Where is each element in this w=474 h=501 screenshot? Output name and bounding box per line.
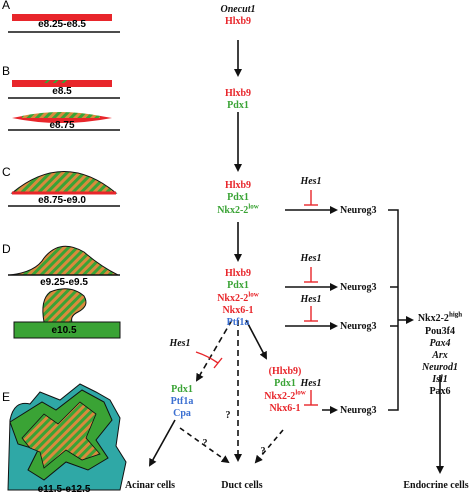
stage-label-d-top: e9.25-e9.5 [40,277,88,288]
outcome-duct-cells: Duct cells [221,480,263,491]
neurog3-label-2: Neurog3 [340,282,377,293]
panel-label-c: C [2,165,11,179]
panel-label-b: B [2,64,11,78]
gene-hlxb9-duct: (Hlxb9) [268,366,302,377]
stage-label-e: e11.5-e12.5 [37,484,91,495]
neurog3-label-4: Neurog3 [340,405,377,416]
gene-ptf1a-s4: Ptf1a [226,317,250,328]
gene-onecut1: Onecut1 [220,4,256,15]
gene-nkx2-2-low-s4: Nkx2-2low [217,290,259,304]
gene-nkx2-2-low-duct: Nkx2-2low [264,388,306,402]
hes1-label-3: Hes1 [300,294,322,305]
gene-nkx6-1-s4: Nkx6-1 [222,305,254,316]
endocrine-arx: Arx [432,350,448,361]
gene-nkx6-1-duct: Nkx6-1 [269,403,301,414]
gene-pdx1-s2: Pdx1 [227,100,249,111]
panel-label-a: A [2,0,11,12]
gene-hlxb9-s4: Hlxb9 [224,268,252,279]
gene-pdx1-duct: Pdx1 [274,378,296,389]
neurog3-label-3: Neurog3 [340,321,377,332]
gene-ptf1a-acinar: Ptf1a [170,396,194,407]
panel-label-d: D [2,242,11,256]
stage-label-a: e8.25-e8.5 [38,19,86,30]
outcome-acinar-cells: Acinar cells [124,480,176,491]
stage-label-c: e8.75-e9.0 [38,195,86,206]
panel-d-illustration [8,245,121,339]
endocrine-pou3f4: Pou3f4 [425,326,455,337]
endocrine-pax4: Pax4 [429,338,451,349]
neurog3-label-1: Neurog3 [340,205,377,216]
branch-arrows [149,319,444,474]
panel-b-illustration [8,80,120,131]
endocrine-isl1: Isl1 [432,374,448,385]
hes1-label-4: Hes1 [300,378,322,389]
outcome-endocrine-cells: Endocrine cells [403,480,469,491]
hes1-label-2: Hes1 [300,253,322,264]
endocrine-nkx2-2-high: Nkx2-2high [417,310,463,324]
panel-c-illustration [8,171,120,207]
gene-nkx2-2-low-s3: Nkx2-2low [217,202,259,216]
endocrine-neurod1: Neurod1 [421,362,459,373]
endocrine-pax6: Pax6 [429,386,451,397]
stage-label-d-bottom: e10.5 [51,325,77,336]
question-mark-3: ? [260,446,266,457]
gene-pdx1-s4: Pdx1 [227,280,249,291]
gene-hlxb9-s3: Hlxb9 [224,180,252,191]
panel-label-e: E [2,390,11,404]
panel-e-illustration [7,383,127,491]
gene-hlxb9-s2: Hlxb9 [224,88,252,99]
question-mark-1: ? [202,438,208,449]
hes1-acinar: Hes1 [169,338,191,349]
gene-pdx1-s3: Pdx1 [227,192,249,203]
gene-cpa-acinar: Cpa [173,408,191,419]
question-mark-2: ? [225,410,231,421]
gene-hlxb9-s1: Hlxb9 [224,16,252,27]
neurog3-bracket [388,209,414,411]
gene-pdx1-acinar: Pdx1 [171,384,193,395]
stage-label-b-top: e8.5 [52,86,72,97]
hes1-label-1: Hes1 [300,176,322,187]
hes1-inhibition-marks [195,190,318,406]
neurog3-arrows [285,206,338,414]
panel-a-illustration [8,14,120,33]
stage-label-b-bottom: e8.75 [49,120,75,131]
